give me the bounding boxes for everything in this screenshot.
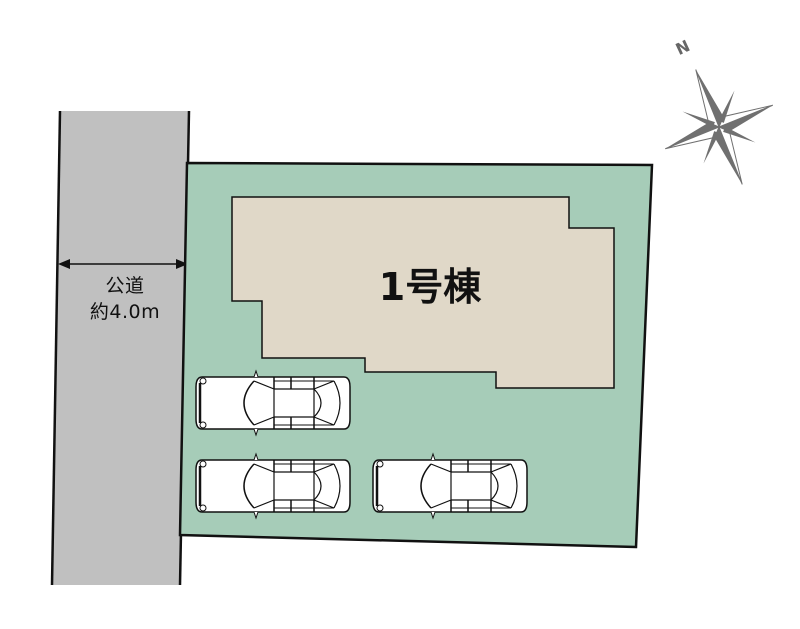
parking-car-2	[194, 452, 352, 520]
road-label-width: 約4.0m	[89, 301, 161, 323]
compass-icon	[665, 69, 773, 185]
road-width-arrow	[58, 259, 188, 269]
parking-car-3	[371, 452, 529, 520]
public-road	[52, 111, 189, 585]
road-label-name: 公道	[105, 275, 145, 297]
building-label: 1号棟	[378, 265, 482, 309]
parking-car-1	[194, 369, 352, 437]
building-1	[231, 196, 615, 389]
